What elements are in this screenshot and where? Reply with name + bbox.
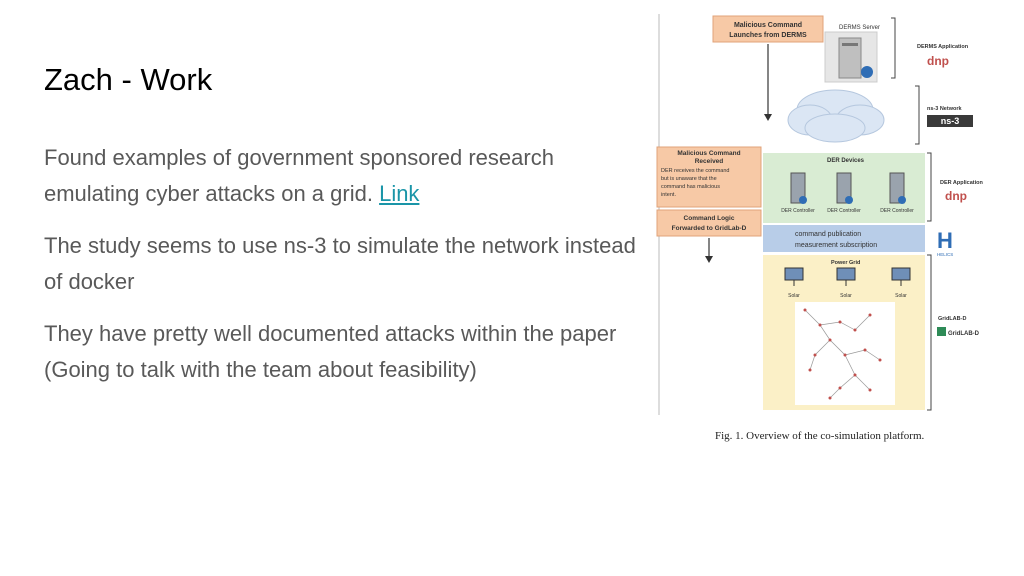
der-controller-1: DER Controller — [781, 172, 815, 214]
figure-caption: Fig. 1. Overview of the co-simulation pl… — [715, 430, 925, 442]
helics-band — [763, 225, 925, 252]
ns3-logo-text: ns-3 — [941, 116, 960, 126]
der-controller-3: DER Controller — [880, 172, 914, 214]
malicious-received-body-4: intent. — [661, 192, 676, 198]
research-link[interactable]: Link — [379, 181, 420, 206]
malicious-received-line2: Received — [695, 158, 724, 165]
arrow-down-icon — [764, 114, 772, 121]
slide-title: Zach - Work — [44, 62, 213, 97]
solar-label-1: Solar — [788, 293, 800, 299]
command-logic-line2: Forwarded to GridLab-D — [672, 225, 747, 232]
slide-body: Found examples of government sponsored r… — [44, 140, 654, 404]
solar-panel-2: Solar — [836, 267, 856, 299]
der-controller-2: DER Controller — [827, 172, 861, 214]
bullet-attacks: They have pretty well documented attacks… — [44, 321, 617, 382]
co-simulation-figure: Malicious Command Launches from DERMS DE… — [655, 10, 995, 450]
network-cloud-icon — [787, 89, 885, 143]
helics-logo: H — [937, 228, 953, 253]
malicious-received-body-3: command has malicious — [661, 184, 720, 190]
malicious-received-box — [656, 146, 762, 208]
malicious-launch-line2: Launches from DERMS — [729, 32, 807, 39]
malicious-received-body-2: but is unaware that the — [661, 176, 717, 182]
bullet-research-text: Found examples of government sponsored r… — [44, 145, 554, 206]
solar-panel-3: Solar — [891, 267, 911, 299]
der-application-label: DER Application — [940, 180, 984, 186]
derms-server-label: DERMS Server — [839, 25, 880, 31]
feeder-nodes — [803, 308, 882, 400]
ns3-logo — [927, 115, 973, 127]
bullet-ns3: The study seems to use ns-3 to simulate … — [44, 233, 636, 294]
gridlabd-logo-text: GridLAB-D — [948, 331, 980, 337]
dnp-logo-1: dnp — [927, 54, 949, 68]
power-grid-label: Power Grid — [831, 260, 860, 266]
bullet-research: Found examples of government sponsored r… — [44, 140, 654, 212]
helics-label: HELICS — [937, 252, 953, 257]
der-controller-label-2: DER Controller — [827, 208, 861, 214]
der-devices-label: DER Devices — [827, 158, 865, 164]
arrow-down-icon-2 — [705, 256, 713, 263]
solar-label-3: Solar — [895, 293, 907, 299]
command-logic-line1: Command Logic — [684, 215, 735, 222]
gridlabd-logo-icon — [937, 327, 946, 336]
der-controller-label-3: DER Controller — [880, 208, 914, 214]
command-logic-box — [656, 209, 762, 237]
solar-panel-1: Solar — [784, 267, 804, 299]
dnp-logo-2: dnp — [945, 189, 967, 203]
measurement-subscription-label: measurement subscription — [795, 242, 877, 249]
malicious-launch-line1: Malicious Command — [734, 22, 802, 29]
malicious-received-line1: Malicious Command — [677, 150, 740, 157]
ns3-network-label: ns-3 Network — [927, 106, 962, 112]
malicious-launch-box — [712, 15, 824, 43]
malicious-received-body-1: DER receives the command — [661, 168, 729, 174]
solar-label-2: Solar — [840, 293, 852, 299]
command-publication-label: command publication — [795, 231, 861, 238]
gridlabd-label: GridLAB-D — [938, 316, 966, 322]
der-controller-label-1: DER Controller — [781, 208, 815, 214]
derms-application-label: DERMS Application — [917, 44, 969, 50]
